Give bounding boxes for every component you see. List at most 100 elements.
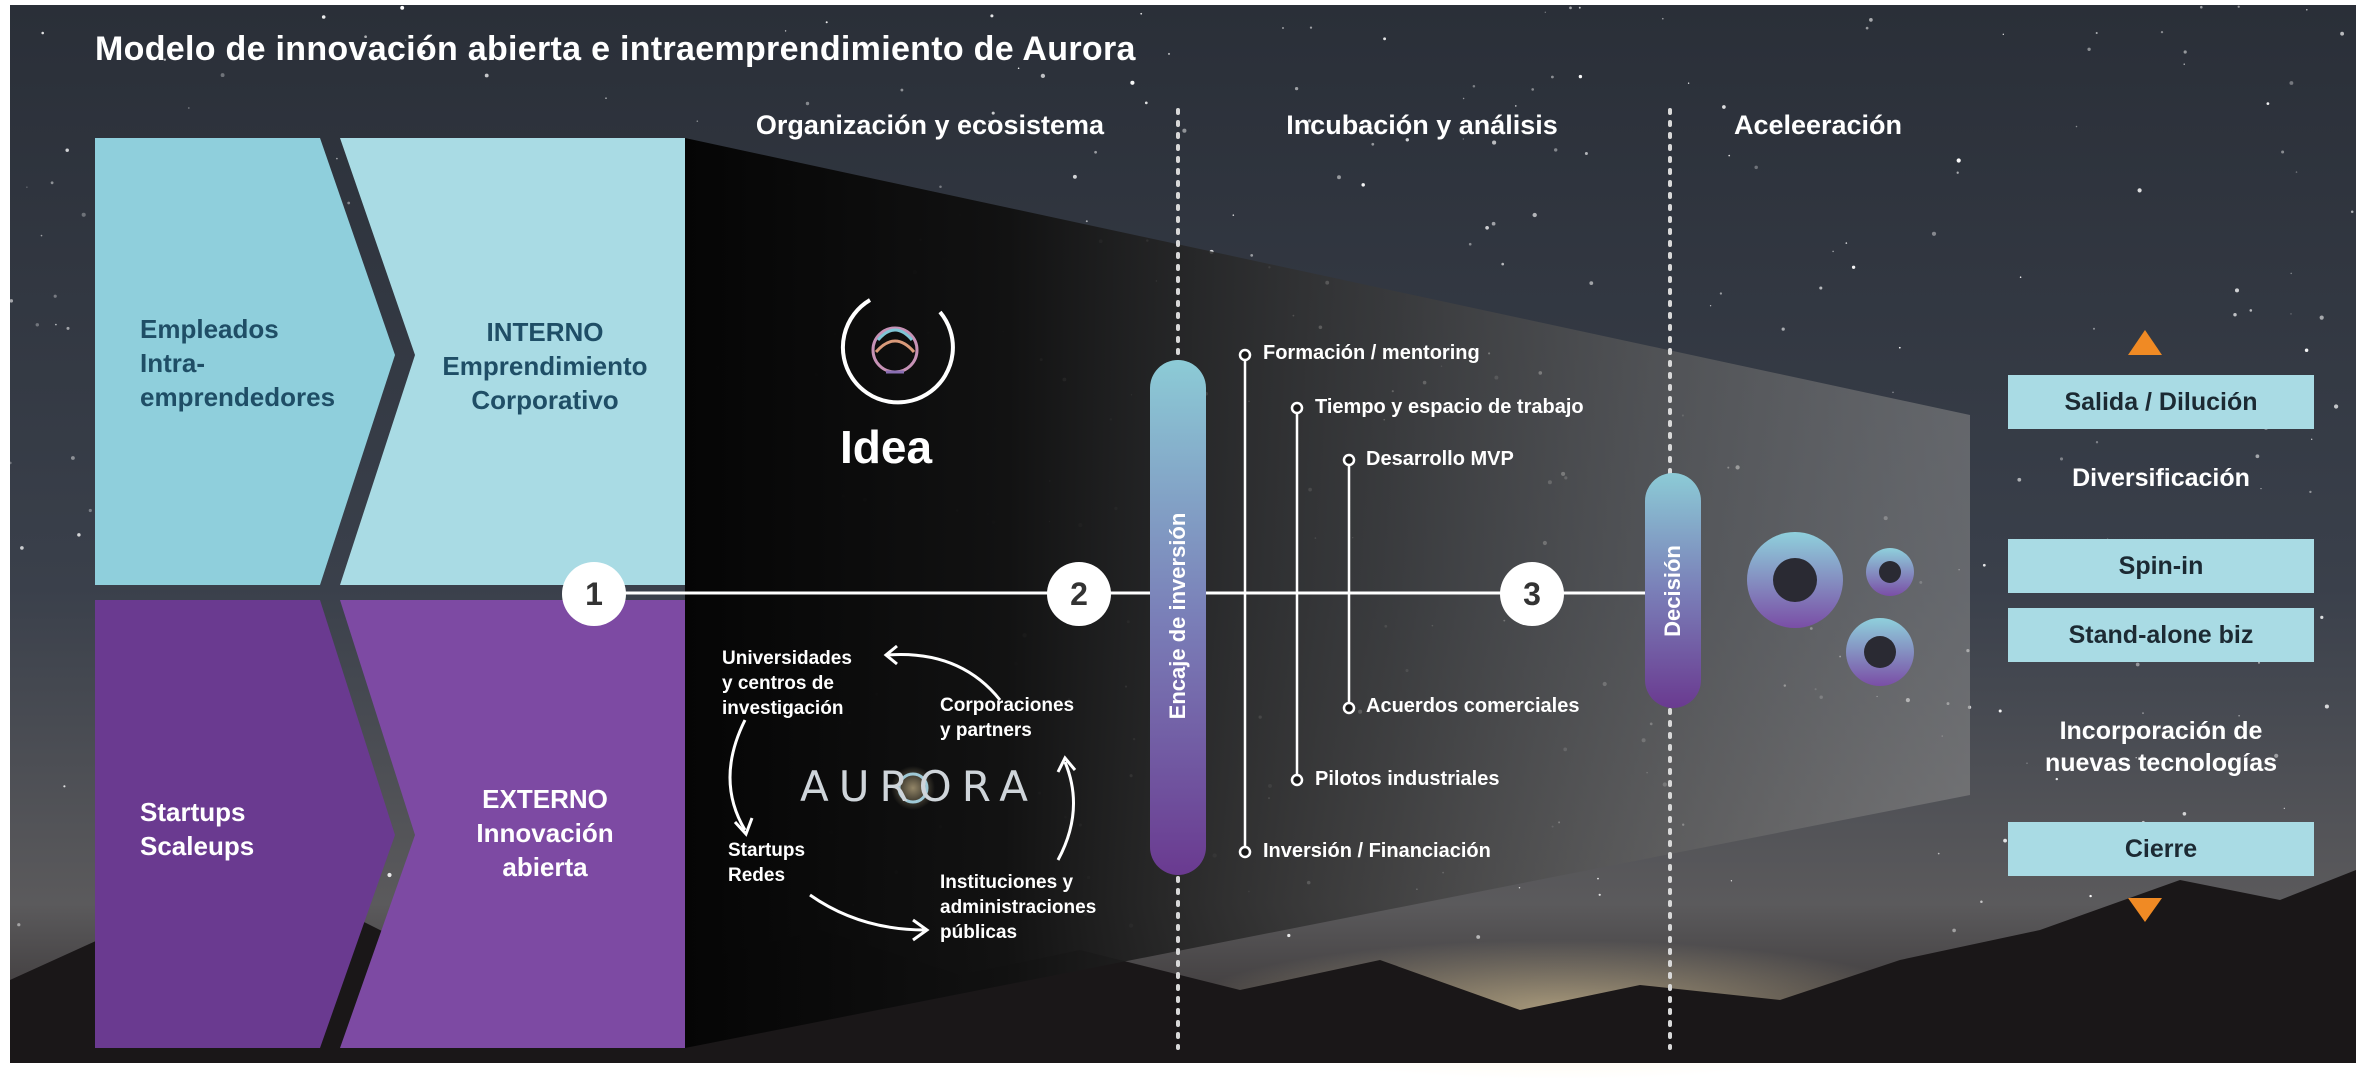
star — [605, 97, 607, 99]
star — [50, 181, 54, 185]
star — [1476, 935, 1481, 939]
star — [1898, 127, 1901, 131]
star — [77, 533, 81, 537]
stage-header-incubation: Incubación y análisis — [1286, 110, 1558, 140]
star — [2333, 404, 2339, 409]
star — [2249, 309, 2253, 312]
star — [2142, 712, 2144, 714]
outcome-incorporation: Incorporación de nuevas tecnologías — [1990, 715, 2332, 779]
star — [187, 107, 190, 109]
star — [1130, 80, 1135, 85]
ecosystem-line: investigación — [722, 698, 844, 719]
star — [1085, 220, 1088, 223]
star — [70, 456, 75, 460]
star — [2350, 210, 2354, 214]
stage-header-organization: Organización y ecosistema — [755, 110, 1105, 140]
star — [1167, 52, 1171, 55]
star — [1892, 391, 1894, 394]
star — [55, 323, 57, 326]
star — [805, 101, 810, 106]
star — [1501, 262, 1505, 266]
star — [1898, 346, 1901, 349]
star — [1956, 171, 1959, 174]
star — [2055, 777, 2059, 781]
star — [939, 185, 942, 188]
internal-source-text: Empleados Intra- emprendedores — [140, 312, 335, 414]
star — [2234, 288, 2240, 293]
star — [88, 508, 92, 513]
star — [2019, 276, 2022, 278]
star — [2340, 31, 2345, 36]
star — [2135, 756, 2137, 759]
incubation-item: Inversión / Financiación — [1263, 840, 1491, 862]
star — [63, 785, 66, 788]
timeline-dots — [1238, 348, 1356, 859]
bulb-shape — [871, 326, 919, 374]
star — [387, 872, 392, 878]
star — [1383, 37, 1387, 41]
star — [1730, 880, 1733, 882]
step-badge-3: 3 — [1500, 562, 1564, 626]
star — [1728, 154, 1731, 157]
incubation-item: Acuerdos comerciales — [1366, 695, 1580, 717]
star — [2319, 315, 2324, 320]
internal-type-line: Corporativo — [471, 385, 619, 415]
incubation-item: Pilotos industriales — [1315, 768, 1500, 790]
star — [1597, 877, 1599, 880]
idea-label: Idea — [840, 421, 933, 473]
ecosystem-line: Startups — [728, 840, 806, 861]
star — [2003, 838, 2007, 843]
external-type-line: EXTERNO — [482, 784, 608, 814]
incubation-item: Desarrollo MVP — [1366, 448, 1514, 470]
star — [1514, 105, 1517, 107]
star — [1578, 6, 1581, 9]
star — [1661, 17, 1664, 20]
investment-fit-label: Encaje de inversión — [1165, 512, 1190, 720]
step-badge-2: 2 — [1047, 562, 1111, 626]
ecosystem-line: Instituciones y — [940, 872, 1074, 893]
star — [1094, 150, 1097, 154]
star — [1369, 126, 1373, 130]
star — [784, 30, 787, 32]
star — [664, 46, 668, 51]
star — [1337, 175, 1341, 180]
outcome-incorporation-line: Incorporación de — [2059, 717, 2263, 745]
chevron-external-source — [95, 600, 395, 1048]
star — [2135, 662, 2140, 667]
star — [2274, 753, 2279, 758]
decision-label: Decisión — [1660, 545, 1685, 637]
star — [1361, 183, 1365, 187]
star — [2137, 188, 2142, 193]
star — [26, 186, 28, 188]
star — [1531, 88, 1535, 91]
star — [1869, 18, 1873, 22]
star — [2281, 150, 2285, 154]
star — [2075, 125, 2078, 128]
star — [1468, 242, 1472, 246]
ecosystem-line: y centros de — [722, 673, 834, 694]
star — [53, 294, 57, 298]
incubation-item: Formación / mentoring — [1263, 342, 1480, 364]
ecosystem-line: Corporaciones — [940, 695, 1075, 716]
star — [990, 14, 994, 18]
incubation-item: Tiempo y espacio de trabajo — [1315, 396, 1584, 418]
gears-icon — [1747, 532, 1914, 686]
star — [1371, 142, 1375, 146]
star — [1845, 242, 1848, 244]
star — [1232, 214, 1235, 216]
star — [2324, 704, 2329, 709]
star — [1865, 26, 1869, 30]
star — [1307, 119, 1312, 123]
star — [2290, 313, 2292, 315]
star — [321, 15, 326, 19]
star — [1937, 852, 1940, 855]
internal-source-line: emprendedores — [140, 382, 336, 412]
star — [1956, 158, 1961, 163]
star — [1832, 250, 1834, 253]
star — [2002, 33, 2004, 35]
star — [988, 120, 991, 123]
arrow-down-icon — [2128, 898, 2162, 922]
star — [1719, 292, 1723, 295]
chevron-internal-source — [95, 138, 395, 585]
